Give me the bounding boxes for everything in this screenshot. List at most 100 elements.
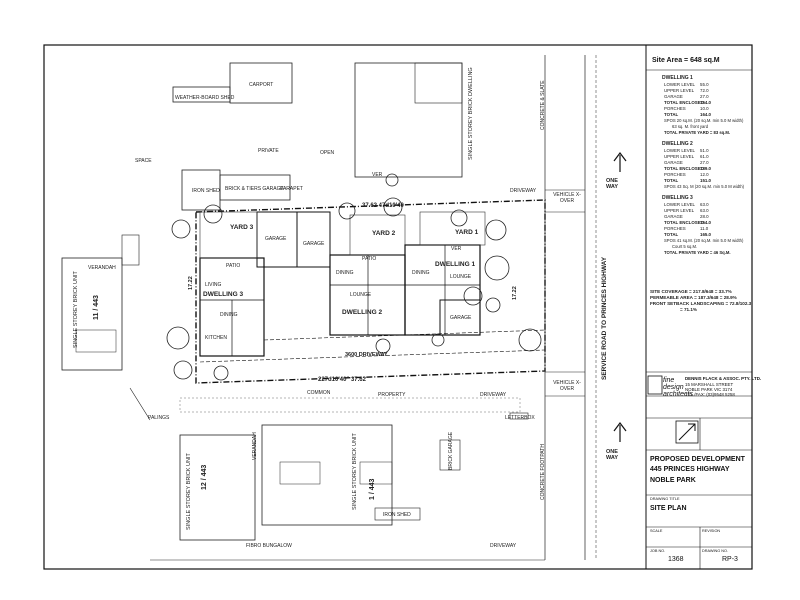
label-kitchen: KITCHEN <box>205 335 227 341</box>
label-vehicle-xover-top: VEHICLE X-OVER <box>553 192 581 204</box>
iron-shed-bottom <box>374 507 421 521</box>
label-driveway: DRIVEWAY <box>480 392 507 398</box>
label-dim-left: 17.22 <box>188 276 194 290</box>
scale-label: SCALE <box>650 529 663 533</box>
label-driveway: DRIVEWAY <box>510 188 537 194</box>
schedule-row-value: 61.0 <box>700 154 709 159</box>
label-patio: PATIO <box>362 256 377 262</box>
label-garage: GARAGE <box>303 241 325 247</box>
schedule-row-label: PORCHES <box>664 106 686 111</box>
schedule-row-value: 12.0 <box>700 172 709 177</box>
schedule-spos: SPOS 41 sq.M. (20 sq.M. min 5.0 M width) <box>664 238 744 243</box>
job-no-label: JOB NO. <box>650 549 666 553</box>
schedule-row-value: 63.0 <box>700 208 709 213</box>
schedule-row-label: PORCHES <box>664 226 686 231</box>
dwelling-schedule-title: DWELLING 2 <box>662 141 693 147</box>
label-patio: PATIO <box>226 263 241 269</box>
tree <box>173 360 193 380</box>
site-area: Site Area = 648 sq.M <box>652 57 720 64</box>
tree <box>383 197 403 217</box>
label-ver: VER <box>372 172 383 178</box>
yard-2 <box>349 214 406 256</box>
schedule-row-value: 164.0 <box>700 112 711 117</box>
trees <box>166 173 542 381</box>
label-unit-1-443: 1 / 443 <box>369 478 376 500</box>
schedule-row-value: 154.0 <box>700 100 711 105</box>
label-one-way-bottom: ONE WAY <box>605 449 619 461</box>
label-weatherboard-shed: WEATHER-BOARD SHED <box>175 95 235 101</box>
label-dining: DINING <box>220 312 238 318</box>
schedule-row-label: UPPER LEVEL <box>664 154 695 159</box>
garage-1 <box>439 299 481 336</box>
label-dining: DINING <box>412 270 430 276</box>
label-dim-bottom: 227d10'40" 37.62 <box>318 377 366 383</box>
schedule-row-label: TOTAL ENCLOSED <box>664 166 704 171</box>
label-unit-11-443: 11 / 443 <box>93 295 100 320</box>
yard-3 <box>199 211 258 259</box>
neighbour-dwelling-porch <box>414 62 463 104</box>
coverage-line: PERMEABLE AREA = 187.3/648 = 28.9% <box>650 295 737 300</box>
label-one-way-top: ONE WAY <box>605 178 619 190</box>
one-way-arrow-bottom <box>613 422 627 442</box>
verandah-left <box>121 234 140 266</box>
drawing-title: SITE PLAN <box>650 505 687 512</box>
neighbour-fence <box>129 387 151 421</box>
label-dwelling-2: DWELLING 2 <box>342 309 383 316</box>
label-unit-12-443: 12 / 443 <box>201 464 208 490</box>
schedule-spos: TOTAL PRIVATE YARD = 46 Sq.M. <box>664 250 731 255</box>
one-way-arrow-top <box>613 152 627 172</box>
yard-1 <box>419 211 486 246</box>
schedule-row-value: 55.0 <box>700 82 709 87</box>
bottom-fence <box>179 397 521 413</box>
schedule-row-label: TOTAL <box>664 112 679 117</box>
schedule-row-label: GARAGE <box>664 94 683 99</box>
unit-12-443 <box>179 434 256 541</box>
project-title: PROPOSED DEVELOPMENT <box>650 456 745 463</box>
label-brick-garage-bottom: BRICK GARAGE <box>448 431 454 470</box>
tree <box>484 255 510 281</box>
tree <box>166 326 190 350</box>
label-brick-garage: BRICK & TIERS GARAGE <box>225 186 284 192</box>
label-letterbox: LETTERBOX <box>505 415 535 421</box>
drawing-no: RP-3 <box>722 556 738 563</box>
architect-logo-text: fine design architects <box>663 377 693 398</box>
project-address: 445 PRINCES HIGHWAY <box>650 466 730 473</box>
vehicle-crossover-top <box>545 189 585 213</box>
carport <box>229 62 293 104</box>
schedule-row-value: 27.0 <box>700 160 709 165</box>
tree <box>338 202 356 220</box>
tree <box>213 365 229 381</box>
tree <box>431 333 445 347</box>
schedule-row-label: TOTAL ENCLOSED <box>664 100 704 105</box>
neighbour-dwelling <box>354 62 463 178</box>
schedule-row-value: 11.0 <box>700 226 709 231</box>
schedule-row-value: 10.0 <box>700 106 709 111</box>
tree <box>485 297 501 313</box>
label-dim-top: 37.62 47d10'40 <box>362 203 404 209</box>
schedule-row-value: 51.0 <box>700 148 709 153</box>
schedule-row-label: LOWER LEVEL <box>664 82 695 87</box>
schedule-row-value: 139.0 <box>700 166 711 171</box>
architect-address: 15 MARSHALL STREET <box>685 382 734 387</box>
architect-phone: TEL./FAX: (03)9548 5258 <box>685 392 735 397</box>
coverage-line: = 71.1% <box>680 307 697 312</box>
label-vehicle-xover-bottom: VEHICLE X-OVER <box>553 380 581 392</box>
coverage-summary: SITE COVERAGE = 217.8/648 = 33.7% PERMEA… <box>650 289 751 313</box>
tree <box>450 209 468 227</box>
label-common-driveway: 3600 DRIVEWAY <box>345 352 388 358</box>
schedule-row-label: UPPER LEVEL <box>664 88 695 93</box>
label-dim-right: 17.22 <box>512 286 518 300</box>
label-carport: CARPORT <box>249 82 274 88</box>
label-open: OPEN <box>320 150 335 156</box>
tree <box>518 328 542 352</box>
label-fibro-bungalow: FIBRO BUNGALOW <box>246 543 292 549</box>
unit-1-443-porch-2 <box>359 461 393 485</box>
sheet-border <box>43 44 753 570</box>
schedule-row-value: 165.0 <box>700 232 711 237</box>
label-property: PROPERTY <box>378 392 406 398</box>
label-yard-1: YARD 1 <box>455 229 479 236</box>
title-block-lines <box>646 69 752 569</box>
tree <box>385 173 399 187</box>
garage-2 <box>296 211 331 268</box>
